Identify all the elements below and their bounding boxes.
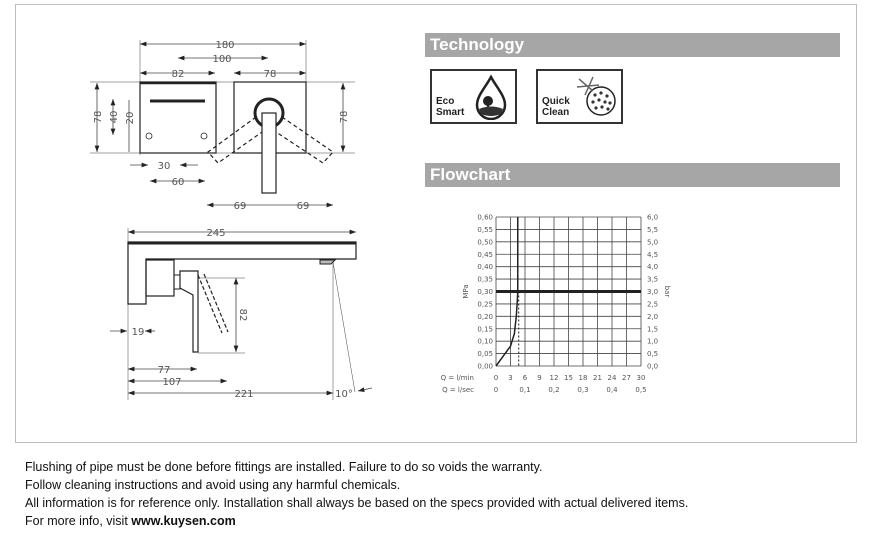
x-axis-label-lsec: Q = l/sec bbox=[442, 386, 474, 394]
side-view-drawing bbox=[110, 228, 373, 400]
y-tick-label-bar: 0,5 bbox=[647, 350, 658, 358]
y-tick-label-bar: 3,0 bbox=[647, 288, 658, 296]
y-tick-label-bar: 5,5 bbox=[647, 226, 658, 234]
y-tick-label-mpa: 0,50 bbox=[477, 238, 493, 246]
front-view-dimension-labels: 180 100 82 78 78 40 20 78 30 60 69 69 bbox=[93, 40, 350, 212]
svg-text:78: 78 bbox=[264, 69, 277, 80]
x-tick-label-lmin: 3 bbox=[508, 374, 512, 382]
x-axis-label-lmin: Q = l/min bbox=[441, 374, 474, 382]
y-tick-label-mpa: 0,20 bbox=[477, 313, 493, 321]
x-tick-label-lmin: 15 bbox=[564, 374, 573, 382]
front-view-drawing bbox=[90, 40, 355, 208]
x-tick-label-lsec: 0,5 bbox=[635, 386, 646, 394]
flowchart-header: Flowchart bbox=[425, 163, 840, 187]
y-tick-label-mpa: 0,40 bbox=[477, 263, 493, 271]
svg-text:10°: 10° bbox=[335, 389, 353, 400]
svg-text:30: 30 bbox=[158, 161, 171, 172]
y-tick-label-bar: 4,5 bbox=[647, 251, 658, 259]
y-tick-label-bar: 2,0 bbox=[647, 313, 658, 321]
svg-text:221: 221 bbox=[234, 389, 253, 400]
svg-text:245: 245 bbox=[206, 228, 225, 239]
x-tick-label-lmin: 9 bbox=[537, 374, 541, 382]
note-cleaning: Follow cleaning instructions and avoid u… bbox=[25, 478, 401, 492]
more-info-prefix: For more info, visit bbox=[25, 514, 132, 528]
y-tick-label-mpa: 0,35 bbox=[477, 276, 493, 284]
y-tick-label-mpa: 0,30 bbox=[477, 288, 493, 296]
x-tick-label-lmin: 24 bbox=[608, 374, 617, 382]
x-tick-label-lmin: 21 bbox=[593, 374, 602, 382]
y-tick-label-bar: 0,0 bbox=[647, 363, 658, 371]
y-tick-label-bar: 6,0 bbox=[647, 214, 658, 222]
spec-sheet-frame bbox=[15, 4, 857, 443]
x-tick-label-lmin: 12 bbox=[550, 374, 559, 382]
x-tick-label-lsec: 0,4 bbox=[606, 386, 618, 394]
svg-text:60: 60 bbox=[172, 177, 185, 188]
x-tick-label-lsec: 0,3 bbox=[577, 386, 588, 394]
y-tick-label-mpa: 0,45 bbox=[477, 251, 493, 259]
more-info: For more info, visit www.kuysen.com bbox=[25, 512, 688, 530]
svg-text:82: 82 bbox=[172, 69, 185, 80]
x-tick-label-lsec: 0,1 bbox=[519, 386, 530, 394]
y-axis-label-mpa: MPa bbox=[462, 284, 470, 298]
eco-smart-badge: Eco Smart bbox=[430, 69, 517, 124]
note-reference: All information is for reference only. I… bbox=[25, 496, 689, 510]
flow-curve bbox=[495, 217, 519, 367]
eco-smart-drop-icon bbox=[475, 74, 507, 120]
svg-text:69: 69 bbox=[297, 201, 310, 212]
y-tick-label-bar: 5,0 bbox=[647, 238, 658, 246]
svg-text:40: 40 bbox=[109, 111, 120, 124]
y-tick-label-bar: 3,5 bbox=[647, 276, 658, 284]
x-tick-label-lmin: 18 bbox=[579, 374, 588, 382]
svg-text:77: 77 bbox=[158, 365, 171, 376]
notes: Flushing of pipe must be done before fit… bbox=[25, 458, 688, 530]
note-flushing: Flushing of pipe must be done before fit… bbox=[25, 460, 543, 474]
quick-clean-nozzle-icon bbox=[576, 76, 616, 116]
technology-header: Technology bbox=[425, 33, 840, 57]
svg-text:19: 19 bbox=[132, 327, 145, 338]
x-tick-label-lmin: 0 bbox=[494, 374, 498, 382]
x-tick-label-lmin: 30 bbox=[637, 374, 646, 382]
x-tick-label-lmin: 6 bbox=[523, 374, 528, 382]
y-tick-label-bar: 1,5 bbox=[647, 325, 658, 333]
x-tick-label-lsec: 0 bbox=[494, 386, 498, 394]
y-tick-label-mpa: 0,25 bbox=[477, 300, 493, 308]
y-tick-label-bar: 4,0 bbox=[647, 263, 658, 271]
svg-text:107: 107 bbox=[162, 377, 181, 388]
y-axis-label-bar: bar bbox=[663, 286, 671, 298]
x-tick-label-lmin: 27 bbox=[622, 374, 631, 382]
svg-text:82: 82 bbox=[237, 309, 248, 322]
y-tick-label-mpa: 0,05 bbox=[477, 350, 493, 358]
y-tick-label-mpa: 0,55 bbox=[477, 226, 493, 234]
quick-clean-badge: Quick Clean bbox=[536, 69, 623, 124]
y-tick-label-bar: 2,5 bbox=[647, 300, 658, 308]
y-tick-label-mpa: 0,00 bbox=[477, 363, 493, 371]
svg-text:180: 180 bbox=[215, 40, 234, 51]
y-tick-label-mpa: 0,10 bbox=[477, 338, 493, 346]
quick-clean-label: Quick Clean bbox=[542, 96, 570, 118]
y-tick-label-bar: 1,0 bbox=[647, 338, 658, 346]
website-link[interactable]: www.kuysen.com bbox=[131, 514, 236, 528]
svg-text:78: 78 bbox=[93, 111, 104, 124]
svg-text:100: 100 bbox=[212, 54, 231, 65]
y-tick-label-mpa: 0,15 bbox=[477, 325, 493, 333]
svg-text:78: 78 bbox=[339, 111, 350, 124]
x-tick-label-lsec: 0,2 bbox=[548, 386, 559, 394]
svg-text:20: 20 bbox=[125, 112, 136, 125]
svg-text:69: 69 bbox=[234, 201, 247, 212]
eco-smart-label: Eco Smart bbox=[436, 96, 465, 118]
y-tick-label-mpa: 0,60 bbox=[477, 214, 493, 222]
side-view-dimension-labels: 245 19 82 77 107 221 10° bbox=[132, 228, 353, 400]
